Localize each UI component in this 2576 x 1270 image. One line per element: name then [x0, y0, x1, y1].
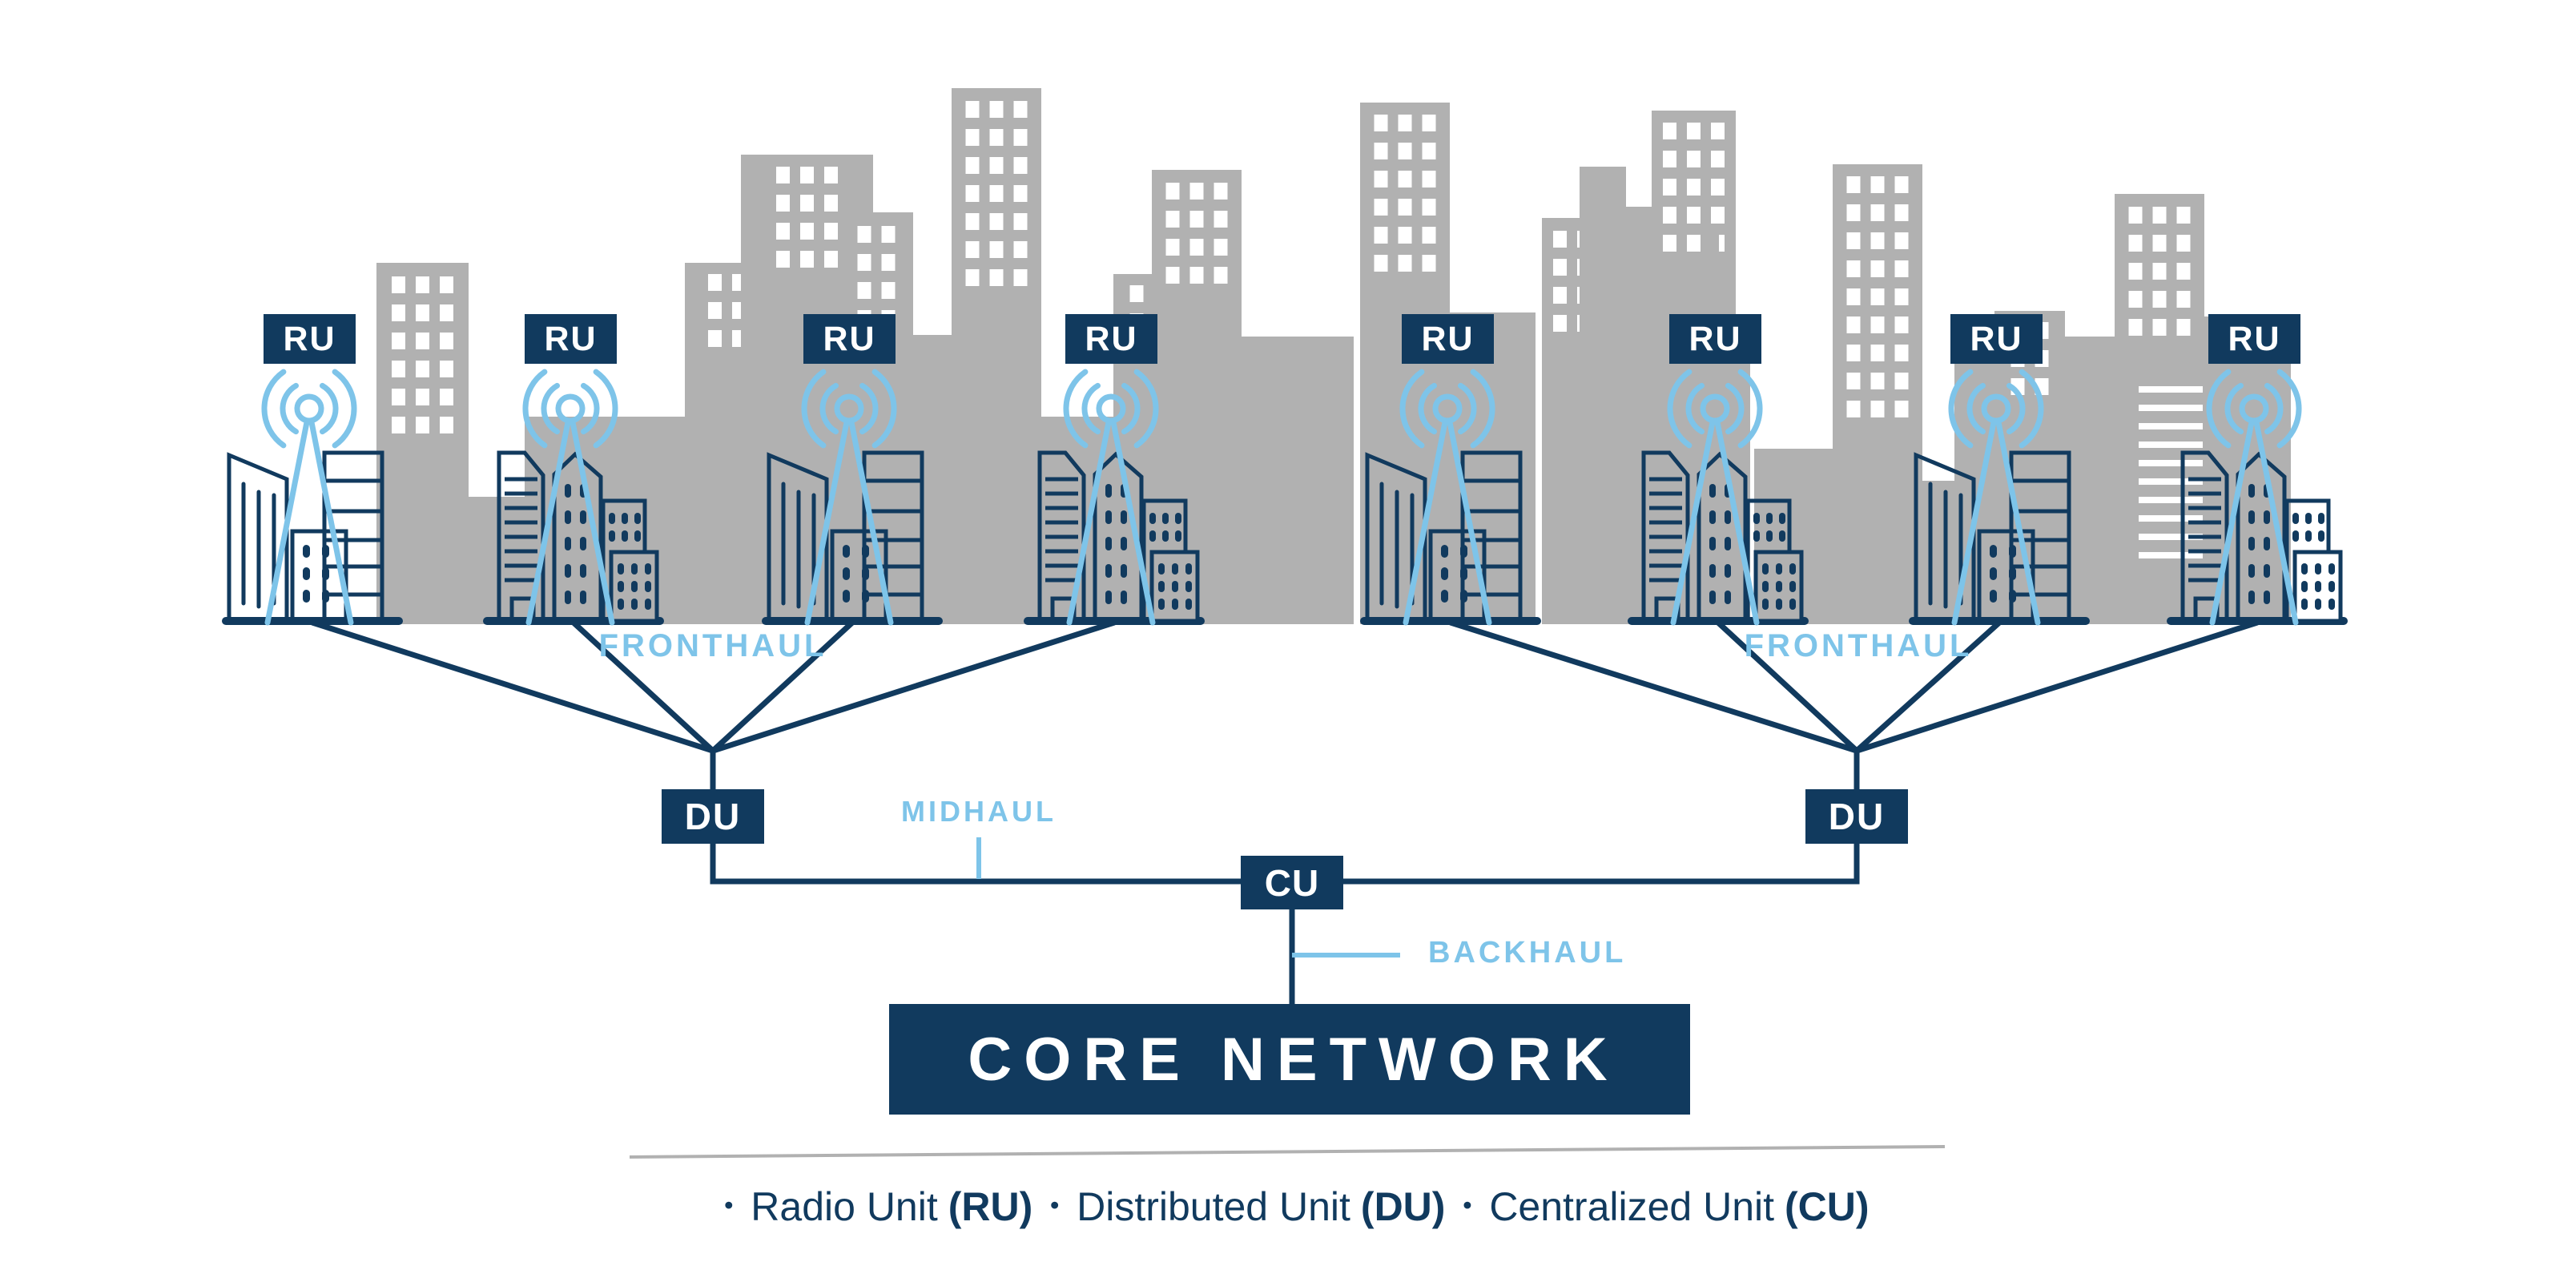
legend-item-name: Distributed Unit [1077, 1184, 1350, 1229]
midhaul-label: MIDHAUL [901, 795, 1057, 828]
ru-cluster-1 [227, 369, 384, 626]
legend: • Radio Unit (RU) • Distributed Unit (DU… [0, 1183, 2576, 1231]
ru-node-label-4: RU [1065, 314, 1157, 364]
radio-signal-antenna-icon [261, 369, 357, 626]
city-buildings-icon [1365, 450, 1523, 623]
ru-node-label-8: RU [2208, 314, 2300, 364]
legend-bullet: • [724, 1191, 734, 1219]
ru-cluster-8 [2180, 369, 2343, 626]
city-buildings-icon [1037, 450, 1200, 623]
fronthaul-line [710, 619, 1117, 754]
ru-cluster-4 [1037, 369, 1200, 626]
radio-signal-antenna-icon [1399, 369, 1495, 626]
ru-cluster-3 [767, 369, 924, 626]
core-network-box: CORE NETWORK [889, 1004, 1690, 1115]
legend-item-abbr: (RU) [948, 1184, 1033, 1229]
radio-signal-antenna-icon [801, 369, 897, 626]
radio-signal-antenna-icon [1667, 369, 1763, 626]
ru-cluster-6 [1641, 369, 1804, 626]
legend-bullet: • [1463, 1191, 1472, 1219]
ru-node-label-3: RU [803, 314, 896, 364]
legend-item-name: Radio Unit [751, 1184, 938, 1229]
city-buildings-icon [1641, 450, 1804, 623]
fronthaul-line [309, 619, 716, 754]
du-node-label-2: DU [1805, 789, 1908, 844]
fronthaul-line [710, 619, 855, 754]
fronthaul-label-left: FRONTHAUL [598, 627, 827, 663]
fronthaul-label-right: FRONTHAUL [1744, 627, 1973, 663]
ru-node-label-7: RU [1950, 314, 2043, 364]
legend-item-abbr: (CU) [1785, 1184, 1870, 1229]
legend-separator-line [629, 1145, 1946, 1159]
fronthaul-line [1854, 619, 2002, 754]
fronthaul-line [1854, 619, 2260, 754]
city-buildings-icon [497, 450, 659, 623]
du-node-label-1: DU [662, 789, 764, 844]
legend-item-abbr: (DU) [1360, 1184, 1446, 1229]
radio-signal-antenna-icon [1948, 369, 2044, 626]
city-buildings-icon [227, 450, 384, 623]
fronthaul-line [1447, 619, 1860, 754]
radio-signal-antenna-icon [522, 369, 618, 626]
legend-item-name: Centralized Unit [1489, 1184, 1775, 1229]
backhaul-label: BACKHAUL [1428, 935, 1627, 970]
ru-node-label-6: RU [1669, 314, 1761, 364]
radio-signal-antenna-icon [1063, 369, 1159, 626]
ru-cluster-7 [1914, 369, 2071, 626]
ru-cluster-5 [1365, 369, 1523, 626]
ru-node-label-2: RU [525, 314, 617, 364]
ru-node-label-1: RU [264, 314, 356, 364]
network-links [309, 619, 2260, 1007]
city-buildings-icon [2180, 450, 2343, 623]
ru-node-label-5: RU [1402, 314, 1494, 364]
fronthaul-line [1715, 619, 1860, 754]
fronthaul-line [570, 619, 716, 754]
legend-bullet: • [1050, 1191, 1060, 1219]
radio-signal-antenna-icon [2206, 369, 2302, 626]
ru-cluster-2 [497, 369, 659, 626]
cu-node-label: CU [1241, 856, 1343, 909]
